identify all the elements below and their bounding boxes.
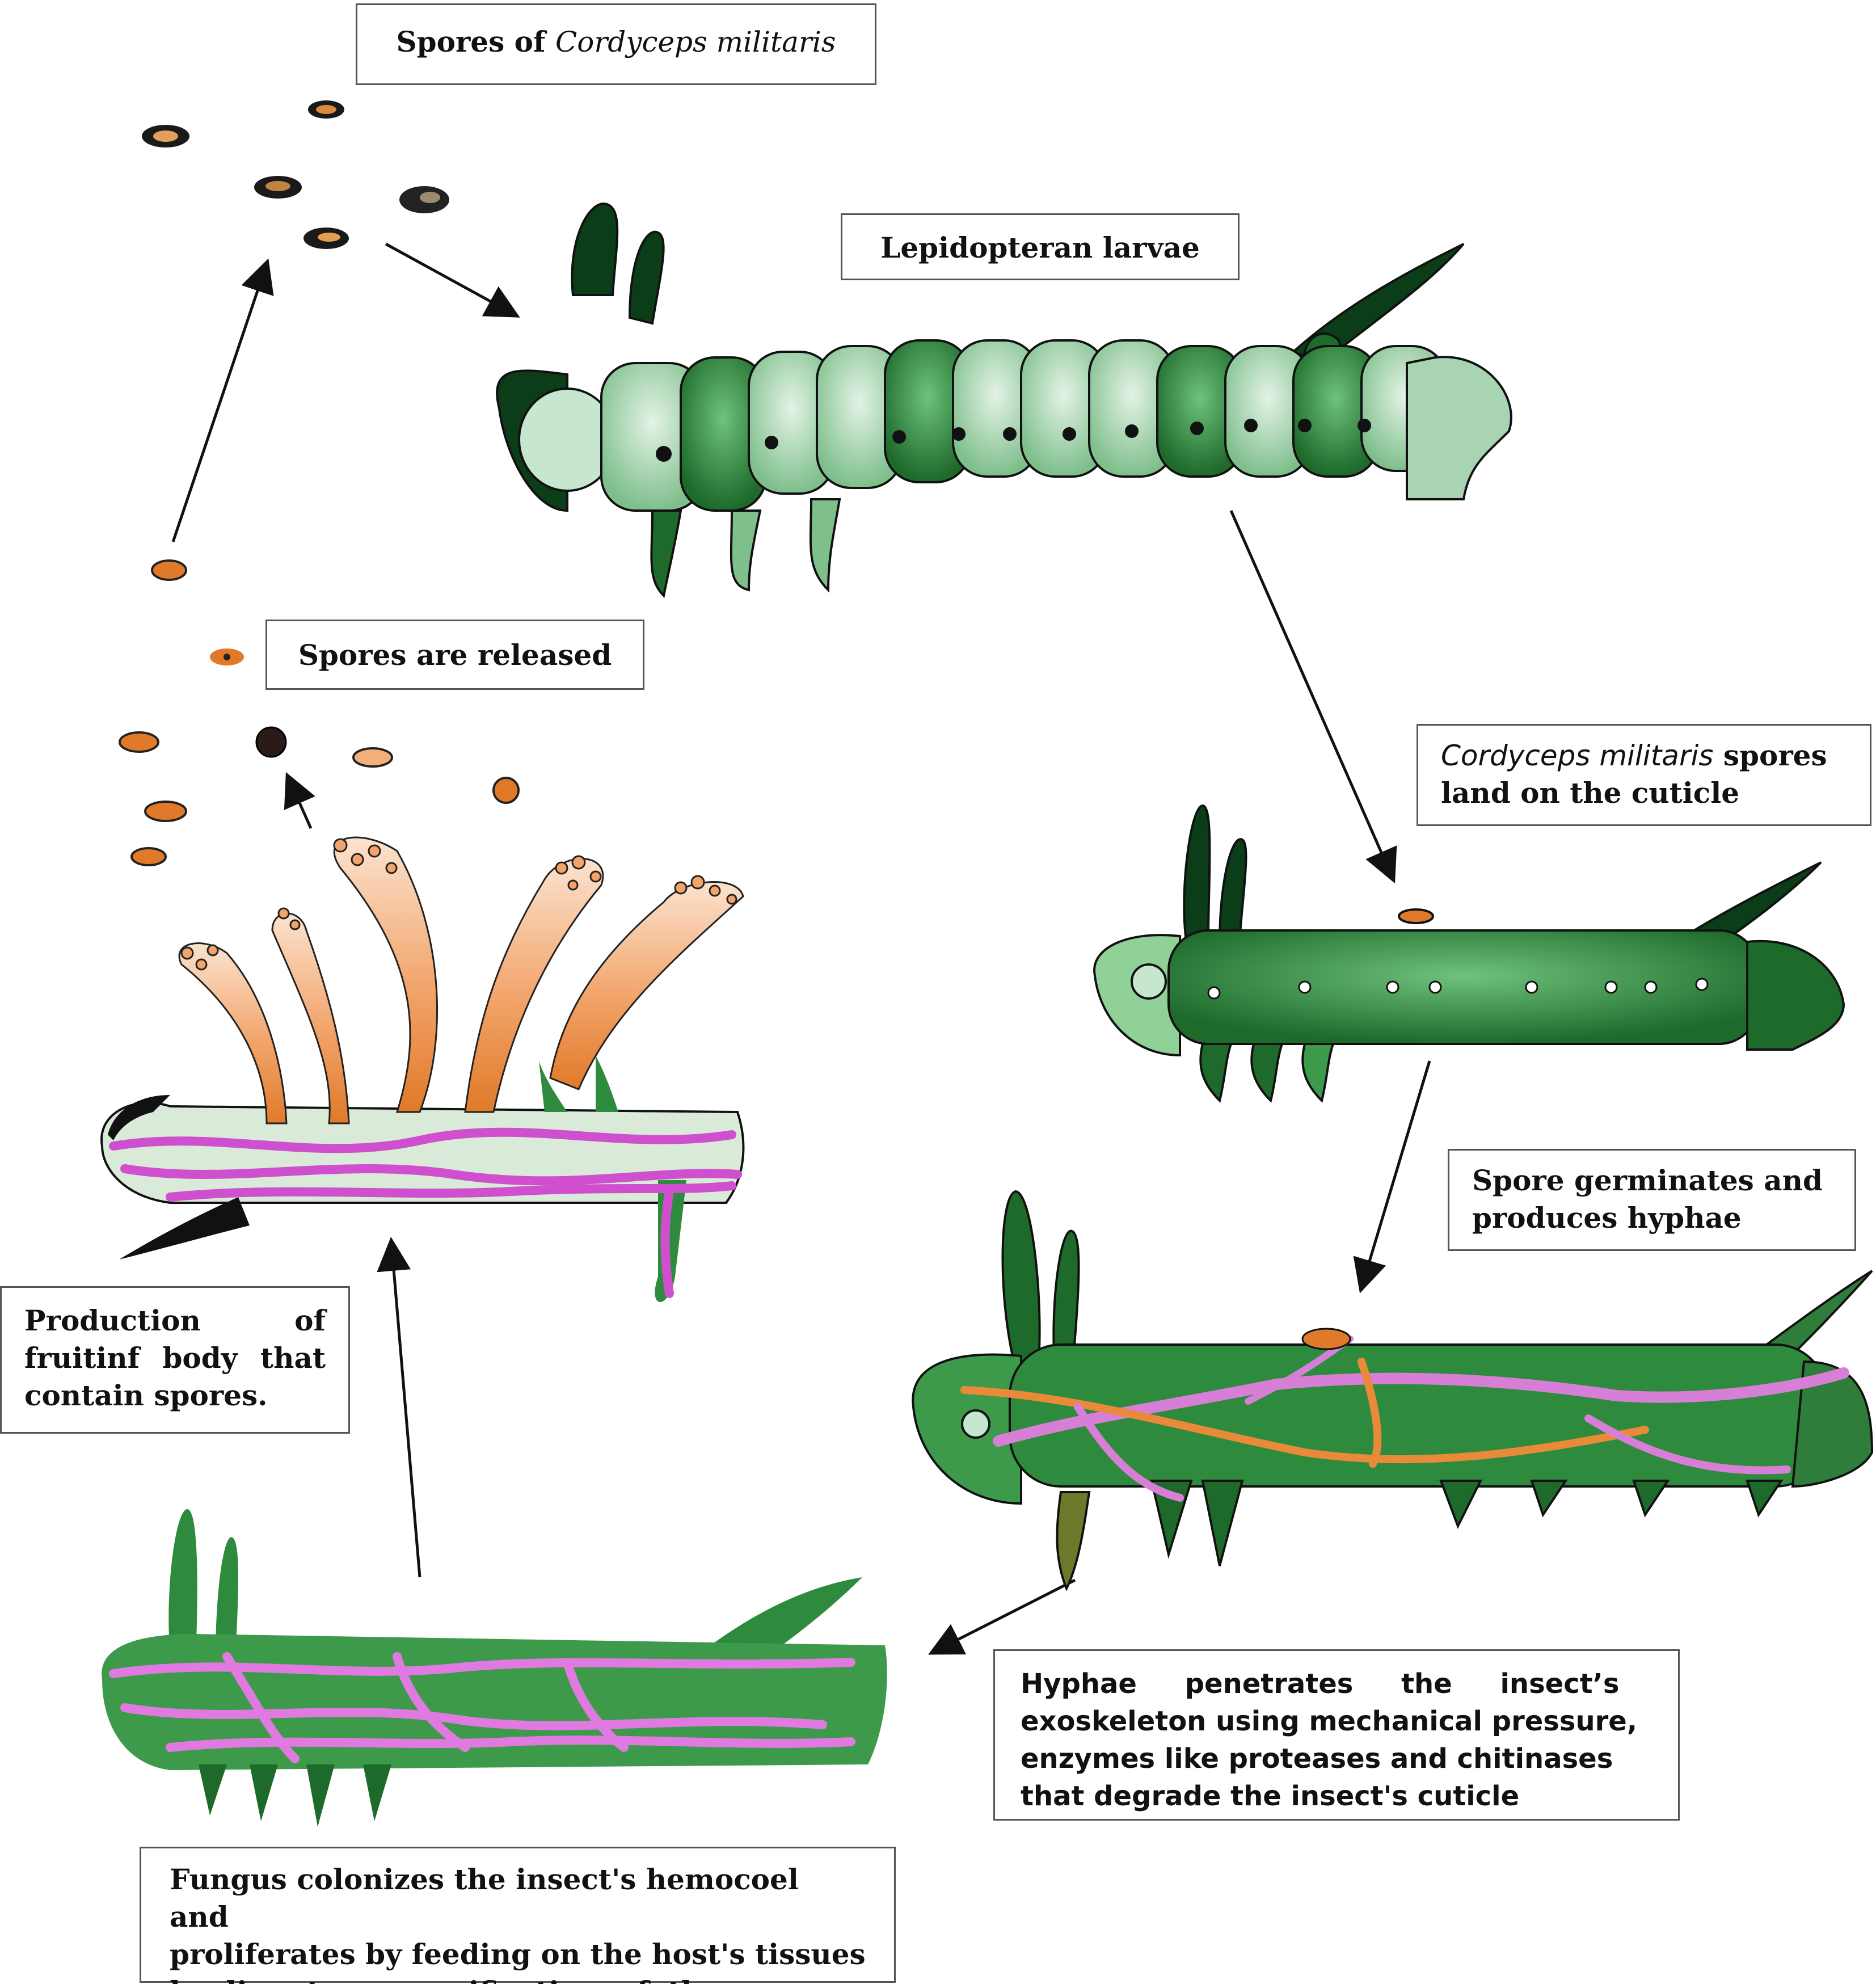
fruiting-spore-clusters (180, 838, 737, 971)
released-spores (119, 559, 520, 866)
cycle-arrows (171, 242, 1431, 1655)
spore-landed-larva (1093, 804, 1845, 1103)
colonized-larva (102, 1509, 887, 1827)
colonize-line1: Fungus colonizes the insect's hemocoel a… (170, 1863, 799, 1934)
germinating-spore (1301, 1328, 1351, 1350)
larvae-label: Lepidopteran larvae (841, 213, 1240, 280)
spores-released-label: Spores are released (265, 620, 644, 690)
hyphae-line1: Hyphae penetrates the insect’s (1021, 1665, 1652, 1703)
spores-title-label: Spores of Cordyceps militaris (356, 3, 876, 85)
germinate-line1: Spore germinates and (1472, 1164, 1823, 1197)
larvae-label-text: Lepidopteran larvae (880, 231, 1200, 264)
germinate-label: Spore germinates and produces hyphae (1448, 1149, 1856, 1251)
fruiting-line2-c: that (260, 1341, 326, 1375)
airborne-spores (142, 100, 449, 249)
spores-land-label: Cordyceps militaris spores land on the c… (1417, 724, 1871, 826)
land-line2: land on the cuticle (1441, 776, 1740, 810)
spores-title-prefix: Spores of (396, 25, 546, 58)
hyphae-line1-text: Hyphae penetrates the insect’s (1021, 1668, 1620, 1700)
colonize-line2: proliferates by feeding on the host's ti… (170, 1937, 866, 1971)
fruiting-line1-a: Production (24, 1304, 201, 1337)
healthy-larva (496, 203, 1512, 599)
fruiting-bodies (178, 836, 744, 1124)
land-line1-rest: spores (1723, 739, 1827, 772)
fruiting-line2-b: body (162, 1341, 238, 1375)
hyphae-penetration-label: Hyphae penetrates the insect’s exoskelet… (993, 1649, 1680, 1821)
spores-title-species: Cordyceps militaris (555, 26, 836, 58)
land-species: Cordyceps militaris (1441, 739, 1714, 772)
fruiting-body-label: Production of fruitinf body that contain… (0, 1286, 350, 1434)
spores-released-text: Spores are released (298, 638, 612, 672)
germinate-line2: produces hyphae (1472, 1201, 1742, 1235)
fruiting-line2-a: fruitinf (24, 1341, 140, 1375)
penetrating-hyphae (960, 1336, 1849, 1502)
mummified-larva (100, 1055, 745, 1302)
colonize-line3: leading to mummification of the (170, 1973, 866, 1984)
hyphae-line3: enzymes like proteases and chitinases (1021, 1743, 1613, 1775)
fruiting-line3: contain spores. (24, 1379, 268, 1412)
hyphae-line2: exoskeleton using mechanical pressure, (1021, 1705, 1638, 1737)
hyphae-line4: that degrade the insect's cuticle (1021, 1780, 1520, 1812)
colonization-label: Fungus colonizes the insect's hemocoel a… (140, 1847, 896, 1984)
fruiting-line1-b: of (294, 1304, 326, 1337)
